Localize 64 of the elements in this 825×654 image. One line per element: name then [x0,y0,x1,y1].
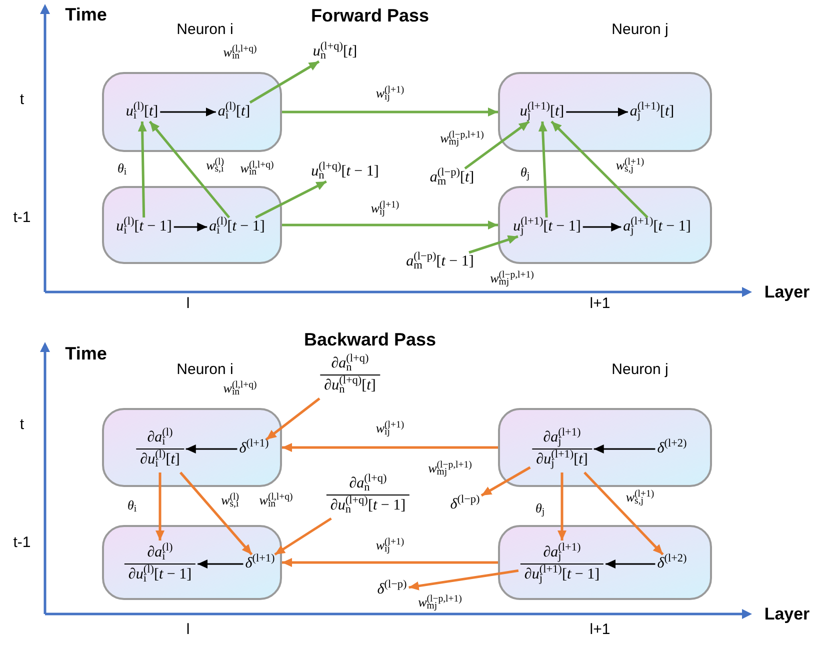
axis-label: Neuron i [176,360,234,380]
heading: Time [65,4,107,26]
arrow [274,517,332,556]
axis-label: Neuron j [612,20,668,40]
axis-label: t-1 [13,208,31,228]
fraction-denominator: ∂u$_{i}$$^{(l)}$[t − 1] [124,564,196,586]
fraction-denominator: ∂u$_{j}$$^{(l+1)}$[t] [532,448,592,470]
arrow [282,108,498,116]
fraction-denominator: ∂u$_{n}$$^{(l+q)}$[t] [320,374,380,396]
arrow [566,108,628,116]
edge-label: θ$_{j}$ [535,502,545,514]
arrow [186,444,238,454]
arrow [198,560,244,568]
arrow [249,60,320,104]
state-box [498,186,712,264]
arrow [174,222,208,232]
state-box [498,525,712,600]
axis-label: Neuron j [612,360,668,380]
axis-label: Neuron i [176,20,234,40]
arrow [180,472,253,556]
axis-label: t [20,414,24,435]
edge-label: θ$_{i}$ [117,162,127,174]
arrow [606,560,656,568]
state-box [498,72,712,152]
arrow [582,222,622,232]
fraction-denominator: ∂u$_{i}$$^{(l)}$[t] [136,448,184,470]
arrow [538,121,548,218]
state-box [102,408,282,487]
heading: Time [65,342,107,366]
arrow [160,108,216,116]
arrow [148,120,230,218]
axis-label: l [186,620,190,640]
arrow [266,398,320,440]
arrow [156,472,164,540]
heading: Backward Pass [304,328,436,352]
arrow [550,120,648,218]
axis-label: l+1 [590,620,610,640]
arrow [464,120,530,170]
arrow [282,443,498,452]
arrow [282,220,498,230]
edge-label: θ$_{i}$ [127,498,137,512]
arrow [138,121,147,218]
arrow [468,235,518,254]
arrow [584,472,664,556]
state-box [102,186,282,264]
axis-label: l+1 [590,294,610,314]
arrow [408,569,519,590]
arrow [558,472,566,540]
heading: Layer [764,281,810,304]
state-box [102,72,282,152]
heading: Layer [764,603,810,626]
heading: Forward Pass [310,4,430,28]
fraction-denominator: ∂u$_{n}$$^{(l+q)}$[t − 1] [326,494,410,516]
arrow [480,466,531,497]
arrow [255,180,327,219]
axis-label: t [20,90,24,110]
axis-label: l [186,294,190,314]
arrow [594,444,656,454]
fraction-denominator: ∂u$_{j}$$^{(l+1)}$[t − 1] [520,564,604,586]
edge-label: θ$_{j}$ [520,166,530,178]
state-box [498,408,712,487]
arrow [282,558,498,567]
axis-label: t-1 [13,532,31,553]
state-box [102,525,282,600]
